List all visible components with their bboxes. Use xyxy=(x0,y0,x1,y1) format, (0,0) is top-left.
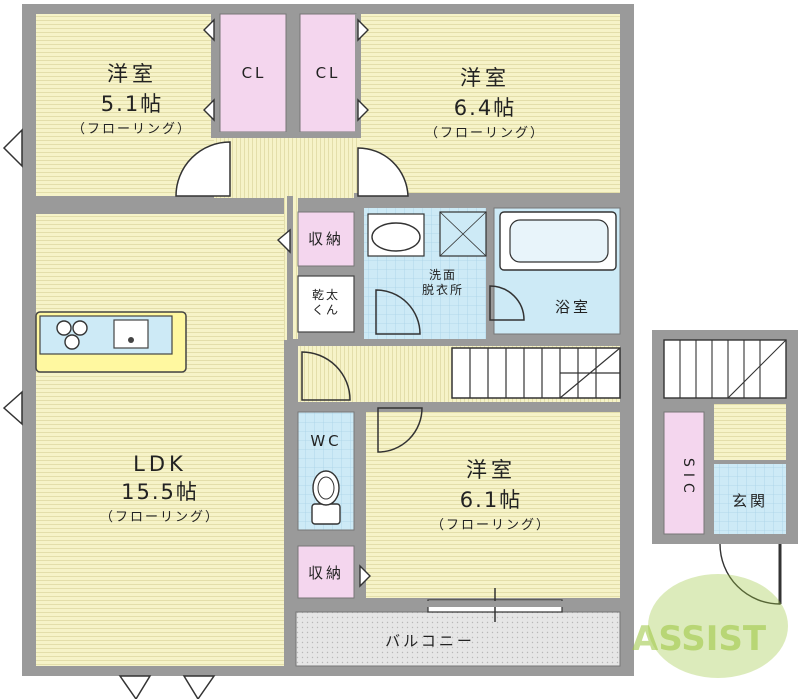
sic-area xyxy=(663,411,705,535)
closet-2-label: CL xyxy=(315,64,341,82)
washroom-label-line2: 脱衣所 xyxy=(421,283,464,297)
western-room-2-floor-type: （フローリング） xyxy=(424,126,545,141)
western-room-3-size: 6.1帖 xyxy=(459,488,523,512)
sic-label: SIC xyxy=(680,457,696,499)
bath-label: 浴室 xyxy=(554,298,591,316)
assist-logo-watermark: ASSIST xyxy=(632,574,788,678)
storage-1-area xyxy=(297,211,355,267)
western-room-2-name: 洋室 xyxy=(460,66,510,90)
kitchen-counter xyxy=(35,311,187,373)
western-room-3-floor xyxy=(366,412,620,598)
western-room-2-floor xyxy=(360,14,620,196)
western-room-3-label: 洋室 6.1帖 （フローリング） xyxy=(416,454,566,533)
washroom-label: 洗面 脱衣所 xyxy=(408,268,478,298)
western-room-1-floor-type: （フローリング） xyxy=(72,122,193,137)
western-room-3-floor-type: （フローリング） xyxy=(430,518,551,533)
western-room-2-size: 6.4帖 xyxy=(453,96,517,120)
balcony-area xyxy=(295,611,621,667)
washbasin-icon xyxy=(367,213,425,257)
hallway-top xyxy=(214,138,360,198)
storage-2-area xyxy=(297,545,355,599)
dryer-area xyxy=(297,275,355,333)
ldk-floor xyxy=(36,214,284,666)
toilet-icon xyxy=(311,470,341,525)
ldk-floor-type: （フローリング） xyxy=(99,510,220,525)
washroom-label-line1: 洗面 xyxy=(428,268,457,282)
western-room-1-size: 5.1帖 xyxy=(100,92,164,116)
dryer-label-line1: 乾太 xyxy=(311,288,340,302)
storage-2-label: 収納 xyxy=(307,564,344,582)
closet-1-label: CL xyxy=(241,64,267,82)
entrance-floor xyxy=(714,464,786,534)
western-room-3-name: 洋室 xyxy=(466,458,516,482)
assist-logo-text: ASSIST xyxy=(632,619,767,659)
entrance-label: 玄関 xyxy=(731,492,768,510)
dryer-label: 乾太 くん xyxy=(300,288,352,318)
wc-label: WC xyxy=(310,432,342,450)
ldk-label: LDK 15.5帖 （フローリング） xyxy=(60,452,260,525)
western-room-2-label: 洋室 6.4帖 （フローリング） xyxy=(410,62,560,141)
balcony-label: バルコニー xyxy=(385,632,475,650)
bathtub-icon xyxy=(499,211,617,271)
annex-hall xyxy=(714,404,786,460)
storage-1-label: 収納 xyxy=(307,230,344,248)
annex-stairs xyxy=(663,339,787,399)
stove-icon xyxy=(56,320,88,350)
washing-machine-icon xyxy=(439,211,487,257)
western-room-1-label: 洋室 5.1帖 （フローリング） xyxy=(72,58,192,137)
western-room-1-name: 洋室 xyxy=(107,62,157,86)
ldk-size: 15.5帖 xyxy=(121,480,199,504)
ldk-name: LDK xyxy=(133,452,187,476)
dryer-label-line2: くん xyxy=(311,303,340,317)
